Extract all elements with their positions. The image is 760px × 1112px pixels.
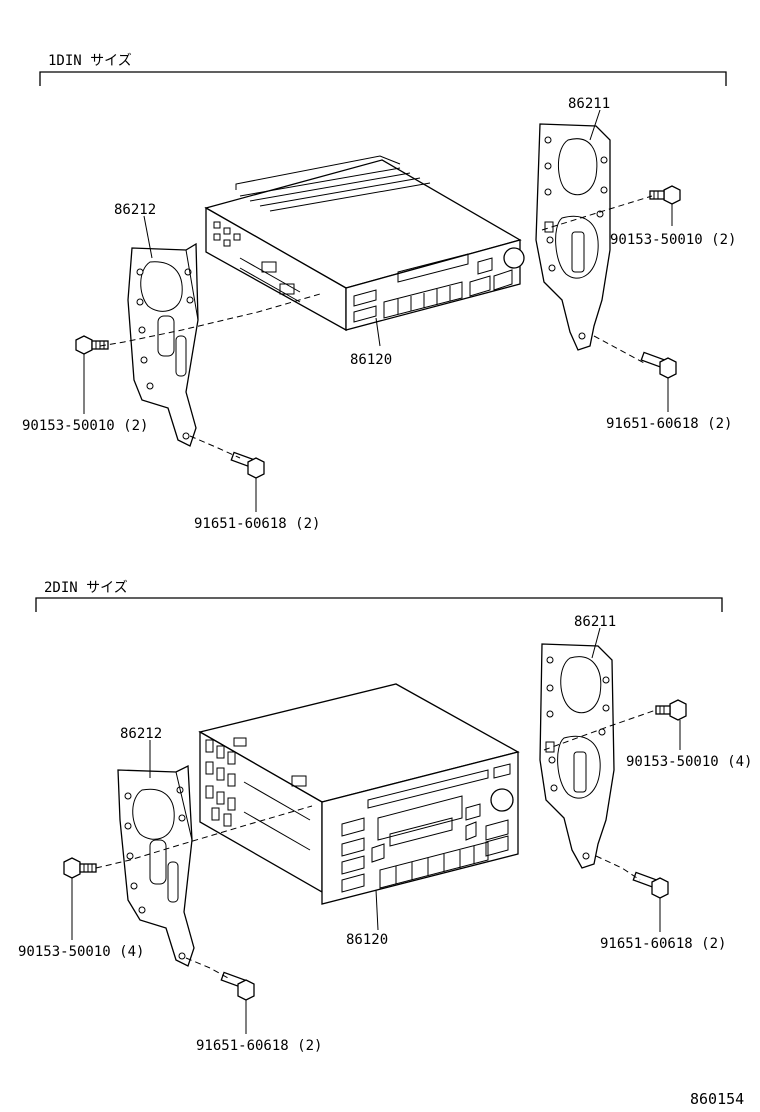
- bracket-right-1din: [535, 123, 611, 351]
- section-2din: 2DIN サイズ: [18, 580, 752, 1054]
- label-unit: 86120: [346, 932, 388, 948]
- label-bracket-left: 86212: [120, 726, 162, 742]
- section-1din: 1DIN サイズ: [22, 53, 736, 532]
- radio-unit-2din: [198, 683, 520, 905]
- section-title: 2DIN サイズ: [44, 580, 128, 596]
- label-bolt-right: 91651-60618 (2): [600, 936, 726, 952]
- bracket-right-2din: [539, 643, 615, 869]
- label-screw-left: 90153-50010 (4): [18, 944, 144, 960]
- label-bracket-left: 86212: [114, 202, 156, 218]
- bracket-left-2din: [117, 764, 195, 967]
- label-unit: 86120: [350, 352, 392, 368]
- section-bracket-line: [39, 71, 727, 86]
- label-bolt-left: 91651-60618 (2): [196, 1038, 322, 1054]
- bracket-left-1din: [127, 242, 199, 447]
- screw-right-2din: [655, 699, 687, 721]
- label-screw-right: 90153-50010 (4): [626, 754, 752, 770]
- screw-left-1din: [75, 335, 109, 355]
- screw-right-1din: [649, 185, 681, 205]
- label-bolt-right: 91651-60618 (2): [606, 416, 732, 432]
- screw-left-2din: [63, 857, 97, 879]
- radio-unit-1din: [204, 155, 525, 332]
- label-bracket-right: 86211: [568, 96, 610, 112]
- bolt-right-2din: [632, 871, 669, 899]
- figure-code: 860154: [690, 1090, 744, 1108]
- bolt-right-1din: [640, 351, 677, 379]
- label-bracket-right: 86211: [574, 614, 616, 630]
- bolt-left-2din: [220, 971, 255, 1001]
- section-title: 1DIN サイズ: [48, 53, 132, 69]
- label-screw-left: 90153-50010 (2): [22, 418, 148, 434]
- label-bolt-left: 91651-60618 (2): [194, 516, 320, 532]
- section-bracket-line: [35, 597, 723, 612]
- label-screw-right: 90153-50010 (2): [610, 232, 736, 248]
